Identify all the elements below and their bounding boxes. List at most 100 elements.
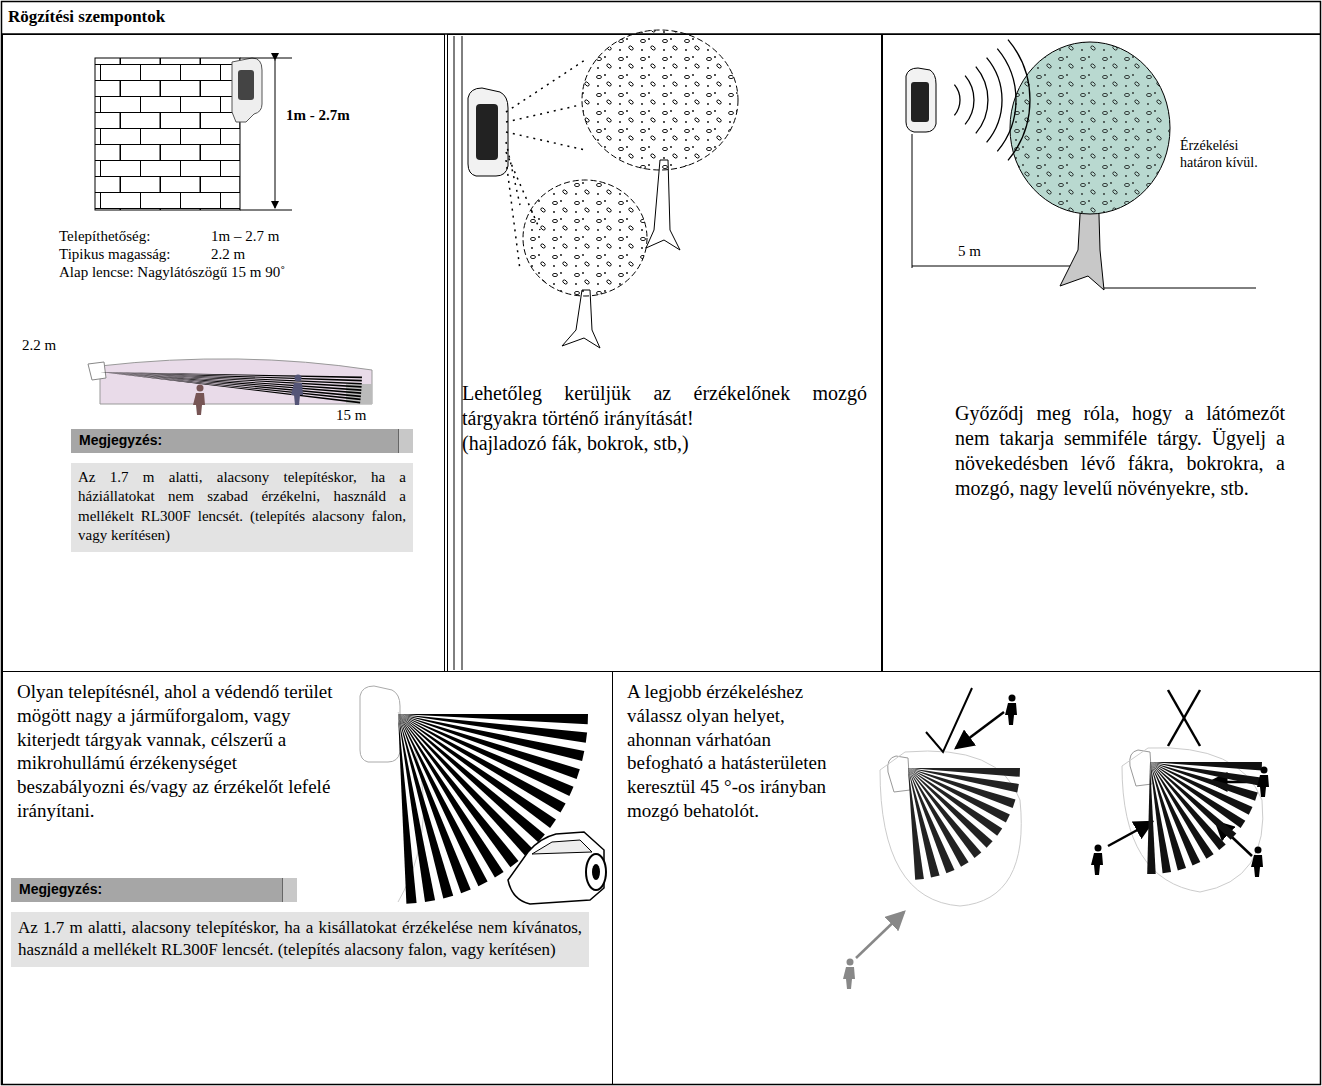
annotation-label: Érzékelési határon kívül. [1178,138,1274,172]
illustration-stroke [506,160,520,270]
illustration-stroke [240,58,292,59]
illustration-stroke [523,180,647,296]
illustration-stroke [506,132,585,150]
illustration-stroke [360,686,400,762]
illustration-stroke [232,58,262,122]
illustration-stroke [506,142,520,205]
instruction-text: Alap lencse: Nagylátószögű 15 m 90˚ [59,263,285,282]
illustration-stroke [506,60,585,112]
illustration-stroke [912,134,913,268]
person-head [1261,767,1268,774]
illustration-stroke [1108,822,1152,846]
detection-ray [100,372,362,388]
trees-illustration [454,30,738,670]
table-cell: Olyan telepítésnél, ahol a védendő terül… [2,671,613,1085]
detection-ray [100,372,361,397]
detection-ray [1150,762,1186,871]
person-head [847,959,854,966]
detection-ray [100,372,361,394]
illustration-stroke [238,70,254,100]
illustration-stroke [1168,690,1200,746]
detection-ray [100,372,360,403]
illustration-stroke [468,88,508,176]
illustration-stroke [88,362,106,380]
illustration-stroke [95,58,240,210]
illustration-stroke [240,210,292,211]
instruction-text: 2.2 m [211,245,245,264]
note-heading: Megjegyzés: [71,429,413,453]
illustration-stroke [532,840,592,854]
person-head [295,375,302,382]
person-head [197,385,204,392]
illustration-stroke [856,912,904,958]
illustration-stroke [1168,690,1200,746]
illustration-stroke [1010,42,1170,214]
instruction-text: Győződj meg róla, hogy a látómezőt nem t… [955,401,1285,501]
car-illustration [508,832,606,904]
microwave-arc [1008,40,1030,161]
table-cell: Győződj meg róla, hogy a látómezőt nem t… [882,34,1321,672]
table-cell: Lehetőleg kerüljük az érzékelőnek mozgó … [447,34,882,672]
detection-ray [398,714,545,842]
detection-ray [398,714,519,867]
illustration-stroke [906,68,936,132]
detection-ray [398,714,417,904]
note-text: Az 1.7 m alatti, alacsony telepítéskor, … [71,463,413,552]
page-title: Rögzítési szempontok [8,7,165,27]
detection-ray [100,372,361,391]
person-body [1251,855,1263,877]
instruction-text: Lehetőleg kerüljük az érzékelőnek mozgó … [462,381,867,431]
note-heading: Megjegyzés: [11,878,297,902]
illustration-stroke [646,160,680,250]
table-cell: Telepíthetőség: 1m – 2.7 m Tipikus magassá… [2,34,445,672]
illustration-stroke [1122,748,1263,892]
person-head [1009,695,1016,702]
instruction-text: A legjobb érzékeléshez válassz olyan hel… [627,680,839,823]
illustration-stroke [912,266,1080,267]
illustration-stroke [1104,288,1256,289]
microwave-arc [987,58,1002,143]
detection-ray [1147,762,1156,874]
illustration-stroke [1130,750,1152,786]
person-body [193,393,205,415]
side-view-coverage [88,359,372,415]
instruction-text: Olyan telepítésnél, ahol a védendő terül… [17,680,347,823]
microwave-arc [997,49,1016,152]
table-cell: A legjobb érzékeléshez válassz olyan hel… [612,671,1321,1085]
illustration-stroke [911,82,929,122]
illustration-stroke [462,36,463,670]
person-body [1005,703,1017,725]
microwave-arc [976,67,988,134]
detection-ray [908,768,1020,777]
illustration-stroke [100,359,372,404]
illustration-stroke [592,864,600,880]
instruction-text: 1m – 2.7 m [211,227,279,246]
detection-ray [908,768,924,880]
person-head [1255,847,1262,854]
detection-ray [100,372,361,400]
illustration-stroke [888,756,910,792]
illustration-stroke [586,854,606,890]
note-box: Megjegyzés: Az 1.7 m alatti, alacsony tel… [71,429,413,552]
illustration-stroke [1010,42,1170,214]
illustration-stroke [506,105,580,122]
microwave-arc [954,85,960,116]
person-body [843,967,855,989]
instruction-text: Telepíthetőség: [59,227,150,246]
illustration-stroke [956,712,1004,748]
wall-illustration [95,58,292,210]
illustration-stroke [582,30,738,170]
illustration-stroke [562,290,600,348]
person-head [1095,845,1102,852]
detection-ray [100,372,362,382]
dimension-label: 5 m [956,242,983,260]
person-body [1257,775,1269,797]
dimension-label: 2.2 m [20,336,58,354]
person-body [291,383,303,405]
note-box: Megjegyzés:Az 1.7 m alatti, alacsony tel… [11,878,589,967]
instruction-text: Tipikus magasság: [59,245,171,264]
